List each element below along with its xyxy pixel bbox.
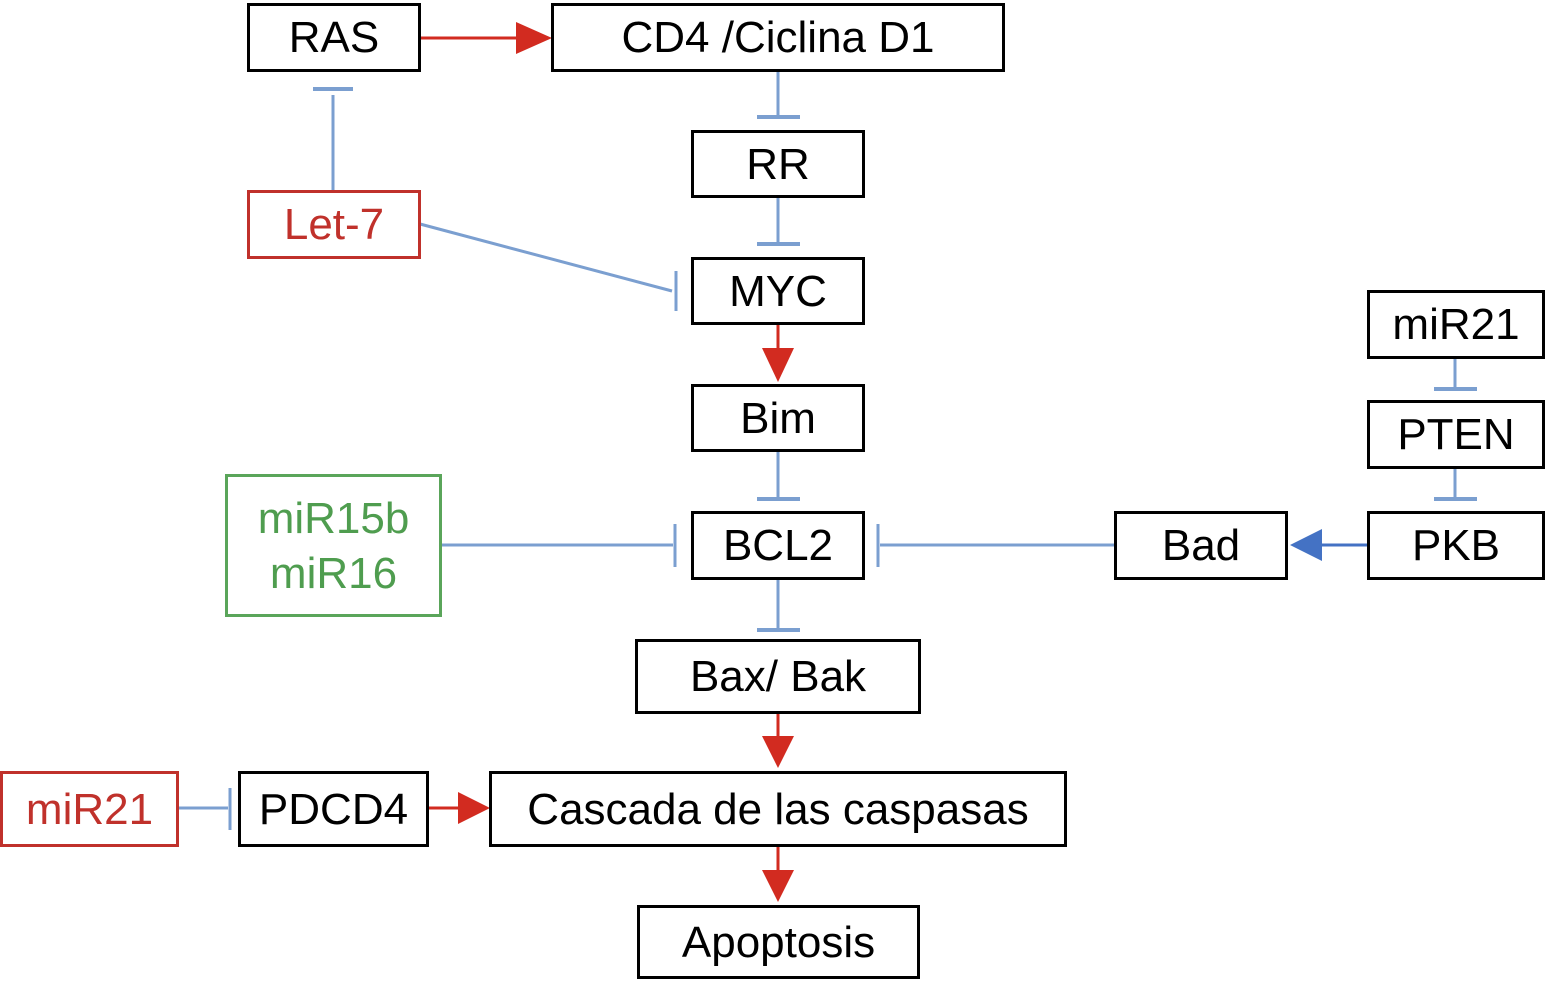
node-bad: Bad (1114, 511, 1288, 580)
edge-mir21-pten (1434, 359, 1477, 391)
node-apoptosis-label: Apoptosis (681, 917, 876, 967)
node-pkb: PKB (1367, 511, 1545, 580)
edge-let7-ras (313, 87, 353, 190)
node-baxbak-label: Bax/ Bak (689, 652, 867, 701)
node-bim-label: Bim (740, 393, 816, 443)
node-rr-label: RR (746, 139, 810, 189)
edge-myc-bim (762, 325, 794, 382)
node-ras-label: RAS (288, 13, 380, 62)
node-cascada-caspasas: Cascada de las caspasas (489, 771, 1067, 847)
edge-pkb-bad (1290, 529, 1367, 561)
node-mir21-left: miR21 (0, 771, 179, 847)
node-mir21-right-label: miR21 (1392, 300, 1520, 349)
node-apoptosis: Apoptosis (637, 905, 920, 979)
edge-pdcd4-caspasas (429, 792, 490, 824)
node-mir16-label: miR16 (269, 548, 398, 598)
edge-bad-bcl2 (876, 524, 1115, 567)
node-let7-label: Let-7 (283, 200, 385, 249)
node-myc-label: MYC (729, 266, 827, 316)
node-pten-label: PTEN (1397, 410, 1515, 459)
edge-mir15-bcl2 (442, 524, 677, 567)
node-pdcd4: PDCD4 (238, 771, 429, 847)
edge-bcl2-baxbak (757, 580, 800, 632)
node-mir21-right: miR21 (1367, 290, 1545, 359)
node-bim: Bim (691, 384, 865, 452)
node-pdcd4-label: PDCD4 (258, 784, 409, 834)
node-pkb-label: PKB (1411, 521, 1501, 570)
edge-let7-myc (419, 222, 678, 311)
edge-bim-bcl2 (757, 452, 800, 501)
node-mir15b-label: miR15b (257, 493, 410, 543)
node-bcl2: BCL2 (691, 511, 865, 580)
node-let7: Let-7 (247, 190, 421, 259)
edge-ras-cd4 (420, 22, 552, 54)
node-rr: RR (691, 130, 865, 198)
node-ras: RAS (247, 3, 421, 72)
edge-mir21-pdcd4 (178, 788, 232, 830)
edge-pten-pkb (1434, 469, 1477, 501)
node-bcl2-label: BCL2 (722, 521, 834, 570)
node-bax-bak: Bax/ Bak (635, 639, 921, 714)
node-caspasas-label: Cascada de las caspasas (527, 784, 1029, 834)
edge-baxbak-caspasas (762, 714, 794, 768)
edge-rr-myc (757, 198, 800, 246)
edge-caspasas-apoptosis (762, 846, 794, 902)
node-mir21-left-label: miR21 (25, 784, 154, 834)
node-pten: PTEN (1367, 400, 1545, 469)
node-cd4-label: CD4 /Ciclina D1 (621, 13, 935, 62)
edge-cd4-rr (757, 72, 800, 119)
node-cd4-ciclina-d1: CD4 /Ciclina D1 (551, 3, 1005, 72)
node-bad-label: Bad (1161, 521, 1241, 570)
node-myc: MYC (691, 257, 865, 325)
